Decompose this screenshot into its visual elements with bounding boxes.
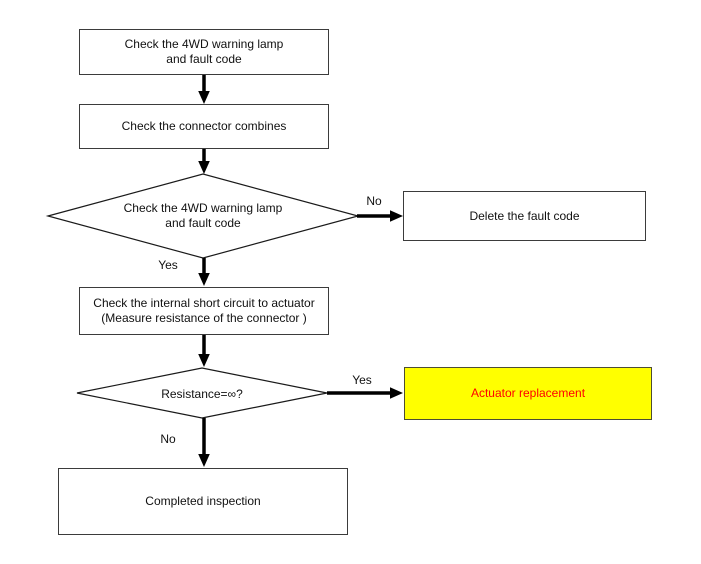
decision-lamp-label: Check the 4WD warning lamp and fault cod…	[123, 201, 283, 230]
arrowhead-down-4	[198, 354, 210, 367]
edge-label-yes-resistance: Yes	[352, 373, 372, 387]
arrowheads	[198, 91, 403, 467]
arrowhead-down-3	[198, 273, 210, 286]
arrowhead-down-1	[198, 91, 210, 104]
decision-resistance-label: Resistance=∞?	[161, 386, 243, 401]
process-delete-fault-code: Delete the fault code	[403, 191, 646, 241]
process-completed-inspection: Completed inspection	[58, 468, 348, 535]
arrowhead-right-2	[390, 387, 403, 399]
process-check-internal-short-circuit: Check the internal short circuit to actu…	[79, 287, 329, 335]
arrow-connectors	[202, 75, 392, 456]
process-check-warning-lamp-start: Check the 4WD warning lamp and fault cod…	[79, 29, 329, 75]
edge-label-no-resistance: No	[160, 432, 176, 446]
process-actuator-replacement-highlighted: Actuator replacement	[404, 367, 652, 420]
arrowhead-down-2	[198, 161, 210, 174]
edge-label-yes-lamp: Yes	[158, 258, 178, 272]
edge-label-no-lamp: No	[366, 194, 382, 208]
arrowhead-right-1	[390, 210, 403, 222]
arrowhead-down-5	[198, 454, 210, 467]
process-check-connector-combines: Check the connector combines	[79, 104, 329, 149]
